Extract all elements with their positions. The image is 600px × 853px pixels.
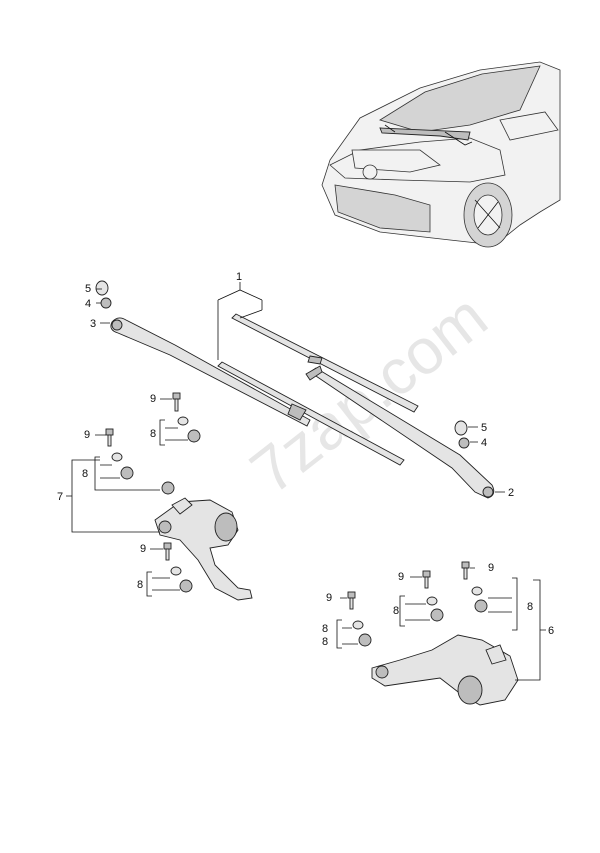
callout-2: 2 [508,487,514,499]
cap-icon [95,280,109,296]
callout-9: 9 [140,543,146,555]
bolt-icon [172,392,181,412]
callout-9: 9 [326,592,332,604]
nut-icon [426,596,444,622]
wiper-arm-right-icon [305,365,495,499]
callout-3: 3 [90,318,96,330]
callout-8: 8 [137,579,143,591]
callout-6: 6 [548,625,554,637]
callout-8: 8 [322,636,328,648]
wiper-blade-lower-icon [217,361,405,466]
callout-4: 4 [481,437,487,449]
bolt-icon [461,561,470,580]
callout-9: 9 [398,571,404,583]
wiper-motor-right-icon [371,634,519,706]
nut-icon [177,416,201,443]
callout-1: 1 [236,271,242,283]
bolt-icon [347,591,356,610]
bolt-icon [163,542,172,561]
callout-5: 5 [481,422,487,434]
cap-icon [454,420,468,436]
nut-icon [458,437,470,449]
bolt-icon [422,570,431,589]
nut-icon [111,452,175,495]
wiper-arm-left-icon [110,317,311,427]
callout-8: 8 [322,623,328,635]
callout-9: 9 [84,429,90,441]
car-overview-icon [321,61,561,248]
nut-icon [352,620,372,647]
callout-8: 8 [82,468,88,480]
callout-8: 8 [150,428,156,440]
wiper-motor-left-icon [154,497,253,601]
callout-4: 4 [85,298,91,310]
callout-9: 9 [150,393,156,405]
callout-7: 7 [57,491,63,503]
callout-9: 9 [488,562,494,574]
leader-lines [66,282,546,681]
wiper-blade-upper-icon [231,313,419,413]
callout-8: 8 [527,601,533,613]
nut-icon [170,566,193,593]
bolt-icon [105,428,114,447]
callout-5: 5 [85,283,91,295]
callout-8: 8 [393,605,399,617]
nut-icon [471,586,488,613]
nut-icon [100,297,112,309]
